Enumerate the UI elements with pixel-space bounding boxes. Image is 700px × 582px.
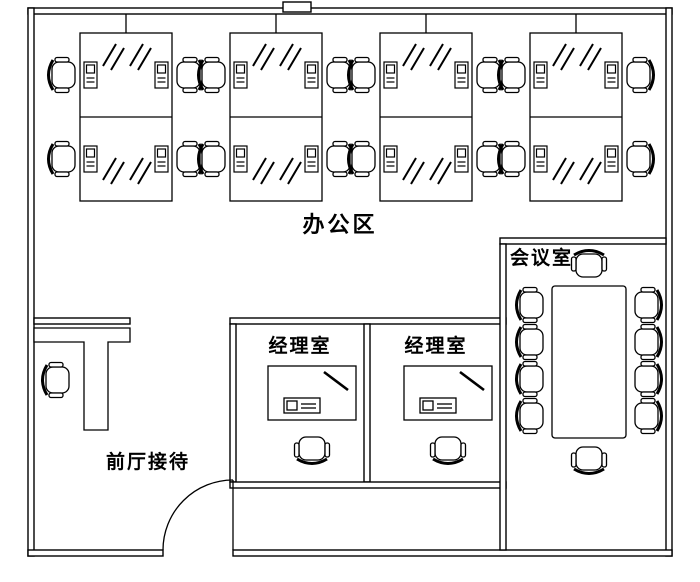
wall-right [665,7,673,557]
wall-top [27,7,673,15]
manager-desk-1 [266,364,358,422]
reception-label: 前厅接待 [106,450,190,473]
wall-reception-top [33,317,131,325]
workstation-cluster-3 [349,14,504,201]
meeting-chair [515,360,545,398]
reception-chair [41,361,71,399]
workstation-cluster-1 [49,14,204,201]
wall-managers-top [229,317,507,325]
wall-meeting-top [499,237,667,245]
meeting-chair [633,286,663,324]
meeting-room-label: 会议室 [510,246,573,269]
meeting-chair [515,286,545,324]
door-swing-arc [162,479,234,551]
manager-office-2-label: 经理室 [404,334,467,357]
wall-meeting-left [499,243,507,551]
workstation-cluster-4 [499,14,654,201]
top-door-marker [282,1,312,13]
office-area-label: 办公区 [302,212,377,237]
wall-managers-left [229,323,237,483]
meeting-chair [633,360,663,398]
manager-chair-2 [429,435,467,465]
wall-bottom-left [27,549,164,557]
wall-left [27,7,35,557]
wall-managers-bottom [229,481,507,489]
meeting-chair [515,323,545,361]
manager-desk-2 [402,364,494,422]
meeting-chair [570,249,608,279]
entry-door [162,479,234,551]
meeting-chair [515,397,545,435]
meeting-chair [570,445,608,475]
manager-office-1-label: 经理室 [268,334,331,357]
conference-table [551,285,627,439]
workstation-cluster-2 [199,14,354,201]
meeting-chair [633,397,663,435]
wall-bottom-right [232,549,673,557]
reception-desk [33,327,131,431]
wall-managers-divider [363,323,371,483]
manager-chair-1 [293,435,331,465]
meeting-chair [633,323,663,361]
